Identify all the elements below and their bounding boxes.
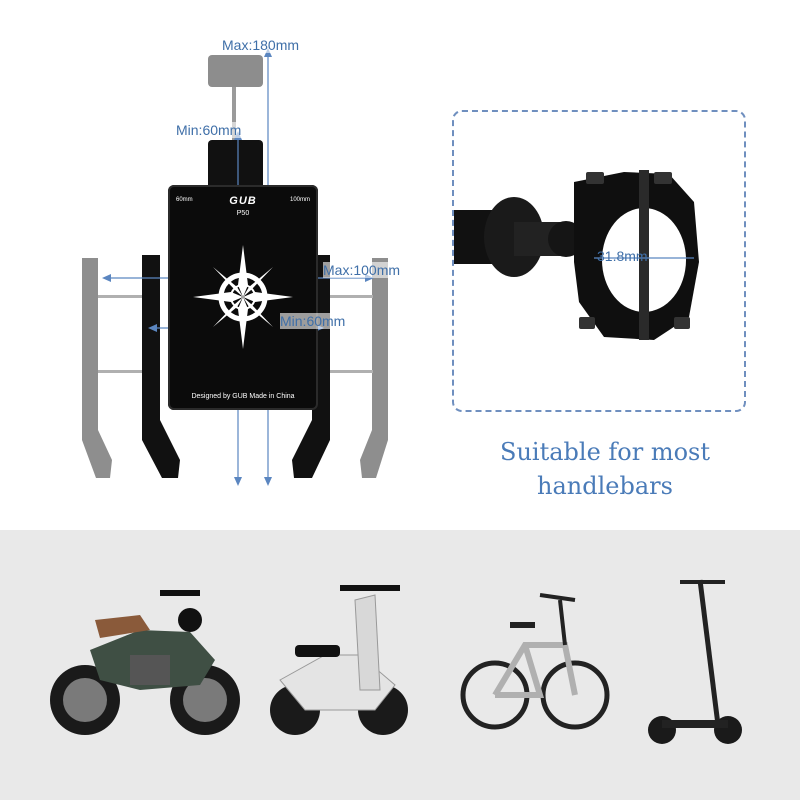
- left-rod-bottom: [98, 370, 158, 373]
- min-height-label: Min:60mm: [176, 122, 242, 138]
- plate-scale-right: 100mm: [289, 197, 310, 203]
- right-rod-top: [318, 295, 373, 298]
- motorcycle-icon: [50, 590, 240, 735]
- caption-line-2: handlebars: [537, 472, 673, 500]
- left-rod-top: [98, 295, 158, 298]
- max-height-label: Max:180mm: [222, 37, 300, 53]
- top-clamp: [208, 140, 263, 190]
- top-clamp-extended: [208, 55, 263, 87]
- min-width-label: Min:60mm: [280, 313, 346, 329]
- scooter-icon: [270, 585, 408, 735]
- phone-back-plate: 60mm GUB 100mm P50 Designed by GUB Made …: [168, 185, 318, 410]
- bicycle-icon: [460, 593, 610, 730]
- holder-illustration: [82, 48, 388, 486]
- left-arm-extended: [82, 258, 112, 478]
- handlebar-clamp-image: [454, 170, 699, 340]
- right-arm-extended: [360, 258, 388, 478]
- max-width-label: Max:100mm: [323, 262, 401, 278]
- plate-model: P50: [236, 210, 250, 217]
- electric-scooter-icon: [648, 579, 742, 744]
- compass-icon: [193, 245, 293, 349]
- right-arm: [292, 255, 330, 478]
- plate-brand-logo: GUB: [229, 195, 257, 207]
- plate-scale-left: 60mm: [176, 197, 193, 203]
- top-rod: [232, 87, 236, 142]
- right-rod-bottom: [318, 370, 373, 373]
- left-arm: [142, 255, 180, 478]
- plate-footer: Designed by GUB Made in China: [191, 393, 295, 400]
- clamp-diameter-label: 31.8mm: [597, 248, 648, 264]
- caption-line-1: Suitable for most: [500, 438, 710, 466]
- clamp-callout: 31.8mm: [452, 110, 746, 412]
